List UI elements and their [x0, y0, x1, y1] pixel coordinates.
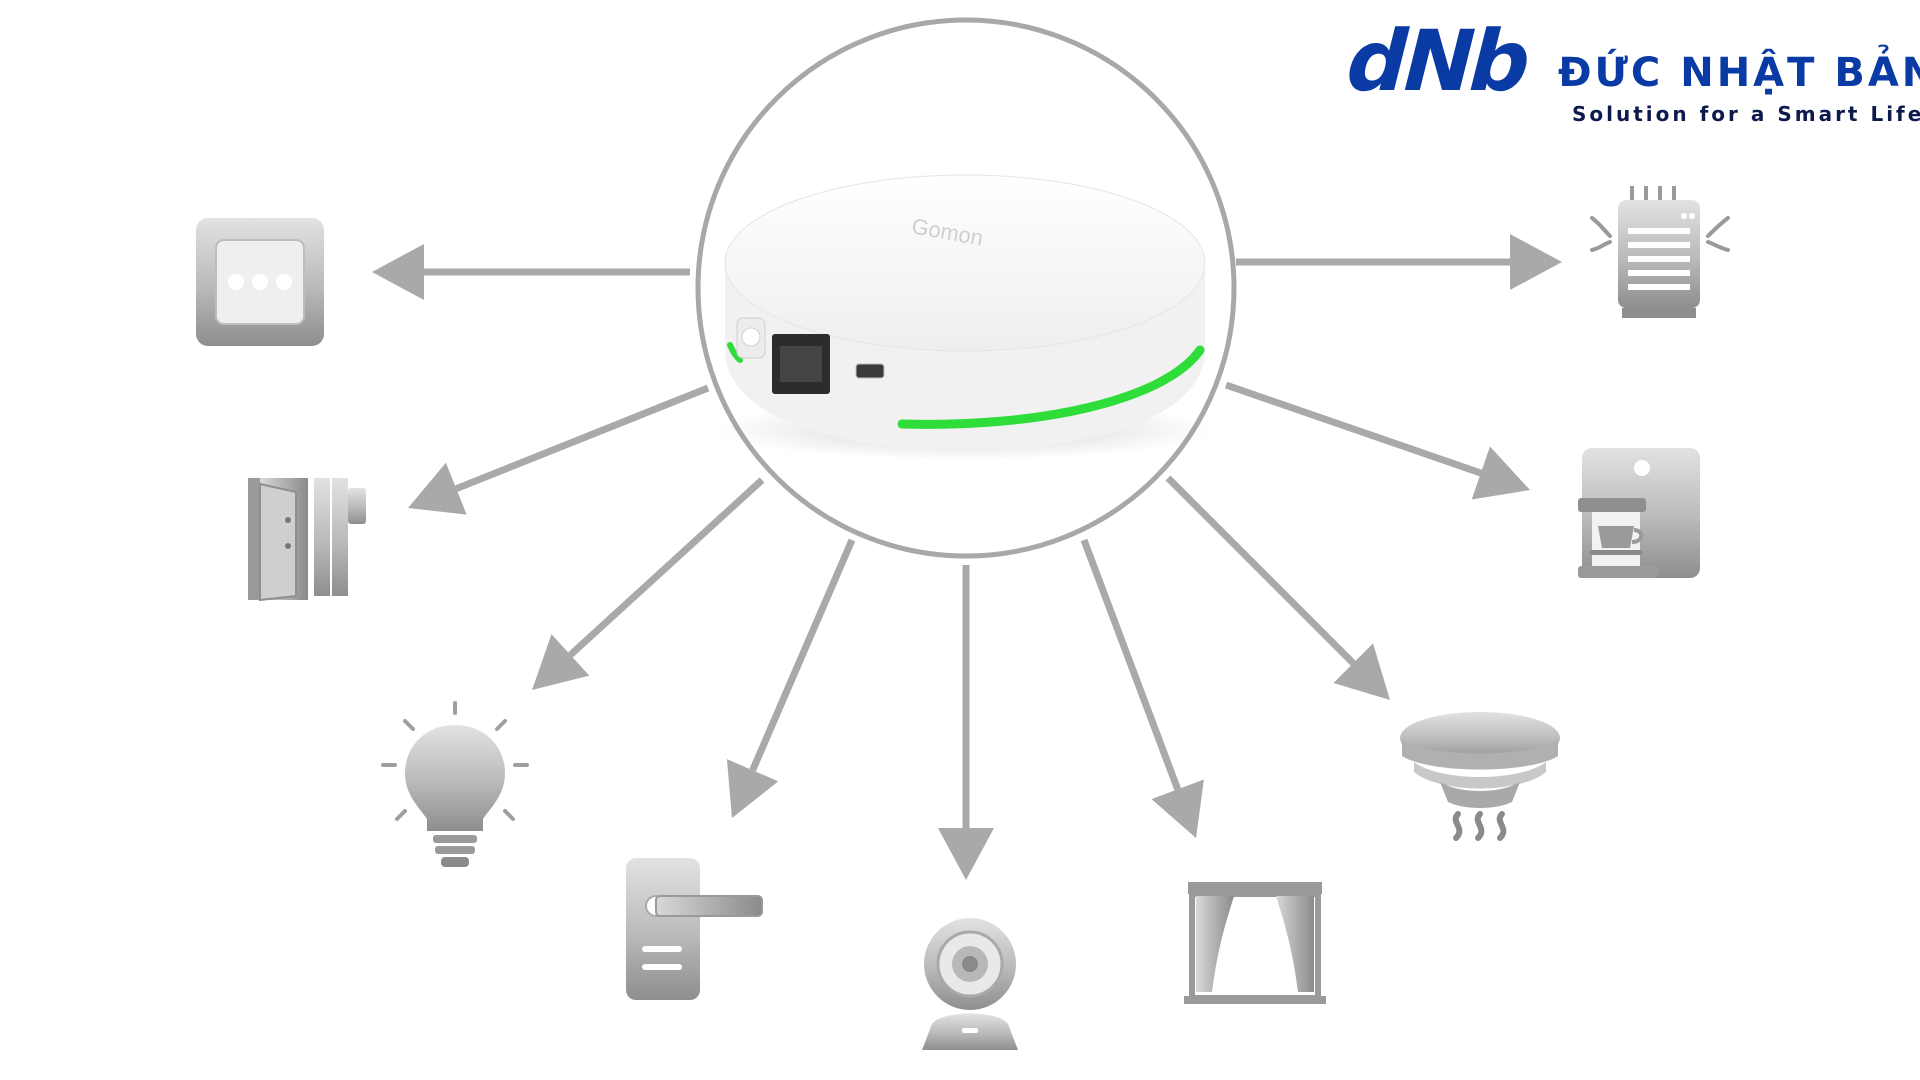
- arrow-line: [454, 384, 710, 492]
- security-camera-icon: [922, 918, 1018, 1050]
- air-purifier-icon: [1590, 186, 1730, 318]
- arrow-to-coffee-machine: [1224, 381, 1530, 500]
- arrow-to-door-lock: [726, 538, 856, 818]
- brand-name: ĐỨC NHẬT BẢN: [1558, 50, 1920, 96]
- hub-reset-hole: [741, 327, 761, 347]
- wall-socket-icon: [196, 218, 324, 346]
- arrow-head: [726, 759, 779, 818]
- arrow-line: [568, 477, 765, 658]
- arrow-head: [1471, 446, 1530, 500]
- arrow-head: [1151, 779, 1204, 838]
- arrow-head: [408, 462, 467, 515]
- arrow-head: [372, 244, 424, 300]
- smoke-detector-icon: [1400, 712, 1560, 841]
- arrow-line: [1080, 538, 1181, 791]
- arrow-head: [1510, 234, 1562, 290]
- arrow-to-smoke-detector: [1165, 475, 1390, 700]
- hub-led-ring: [897, 345, 1205, 429]
- connection-arrows: [372, 234, 1562, 880]
- arrow-head: [938, 828, 994, 880]
- coffee-machine-icon: [1578, 448, 1700, 578]
- arrow-head: [532, 634, 590, 690]
- brand-slogan: Solution for a Smart Life: [1572, 102, 1920, 126]
- arrow-to-door-sensor: [408, 384, 710, 515]
- arrow-to-light-bulb: [532, 477, 765, 690]
- arrow-head: [1333, 643, 1390, 700]
- brand-logo: dNb: [1340, 14, 1540, 100]
- door-lock-icon: [626, 858, 763, 1000]
- curtain-icon: [1184, 882, 1326, 1004]
- arrow-to-curtain: [1080, 538, 1204, 838]
- arrow-line: [749, 538, 856, 772]
- ethernet-port-inner: [780, 346, 822, 382]
- door-sensor-icon: [248, 478, 366, 602]
- arrow-line: [1165, 475, 1356, 666]
- brand-header: dNb ĐỨC NHẬT BẢN Solution for a Smart Li…: [1340, 14, 1920, 126]
- hub-gateway: Gomon: [695, 17, 1237, 559]
- hub-led-ring-left: [727, 342, 743, 363]
- arrow-line: [1224, 381, 1482, 477]
- light-bulb-icon: [381, 701, 529, 867]
- arrow-to-security-camera: [938, 565, 994, 880]
- usb-port: [855, 363, 885, 379]
- arrow-to-wall-socket: [372, 244, 690, 300]
- hub-puck-top: [724, 174, 1206, 352]
- arrow-to-air-purifier: [1236, 234, 1562, 290]
- brand-logo-letters: dNb: [1340, 14, 1540, 100]
